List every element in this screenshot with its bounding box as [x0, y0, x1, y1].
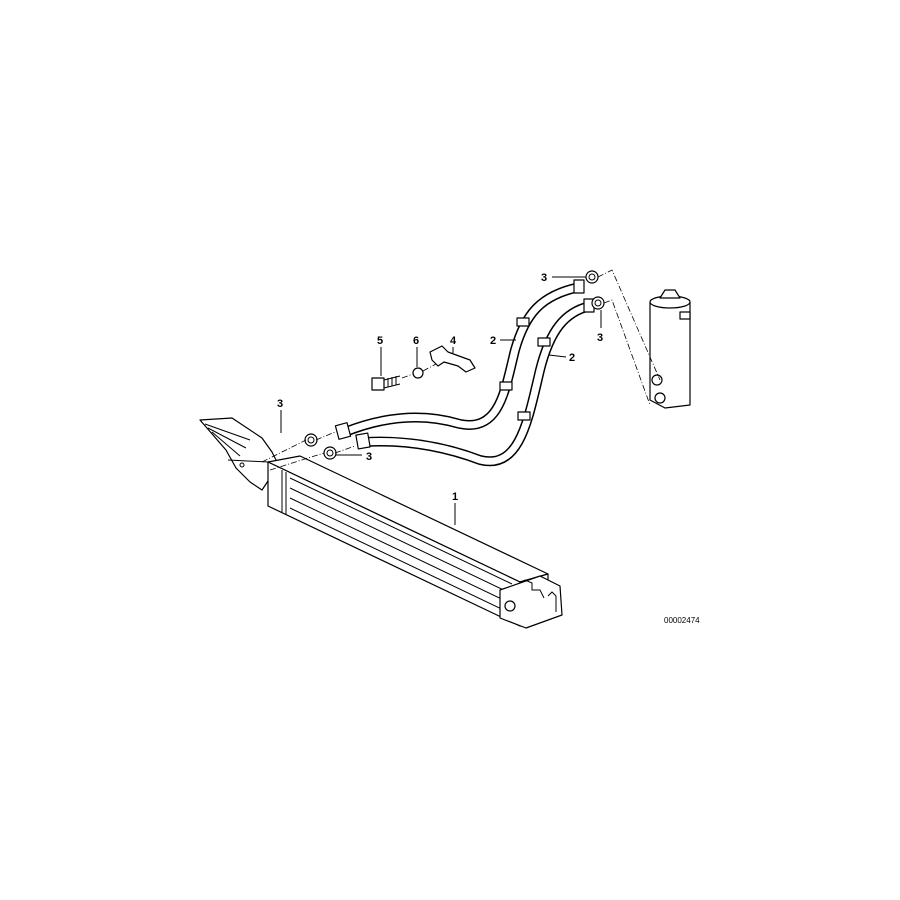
callout-1: 1	[452, 491, 458, 503]
oil-cooler	[267, 455, 563, 629]
oil-hoses	[334, 279, 595, 467]
sealing-rings	[304, 270, 605, 460]
callout-3: 3	[597, 332, 603, 344]
callout-2: 2	[569, 352, 575, 364]
callout-2: 2	[490, 335, 496, 347]
callout-5: 5	[377, 335, 383, 347]
reservoir	[649, 289, 691, 409]
callout-3: 3	[366, 451, 372, 463]
callout-6: 6	[413, 335, 419, 347]
callout-4: 4	[450, 335, 457, 347]
diagram-id: 00002474	[664, 616, 700, 625]
callout-3: 3	[541, 272, 547, 284]
washer	[412, 367, 424, 379]
callout-3: 3	[277, 398, 283, 410]
bolt	[371, 375, 401, 391]
